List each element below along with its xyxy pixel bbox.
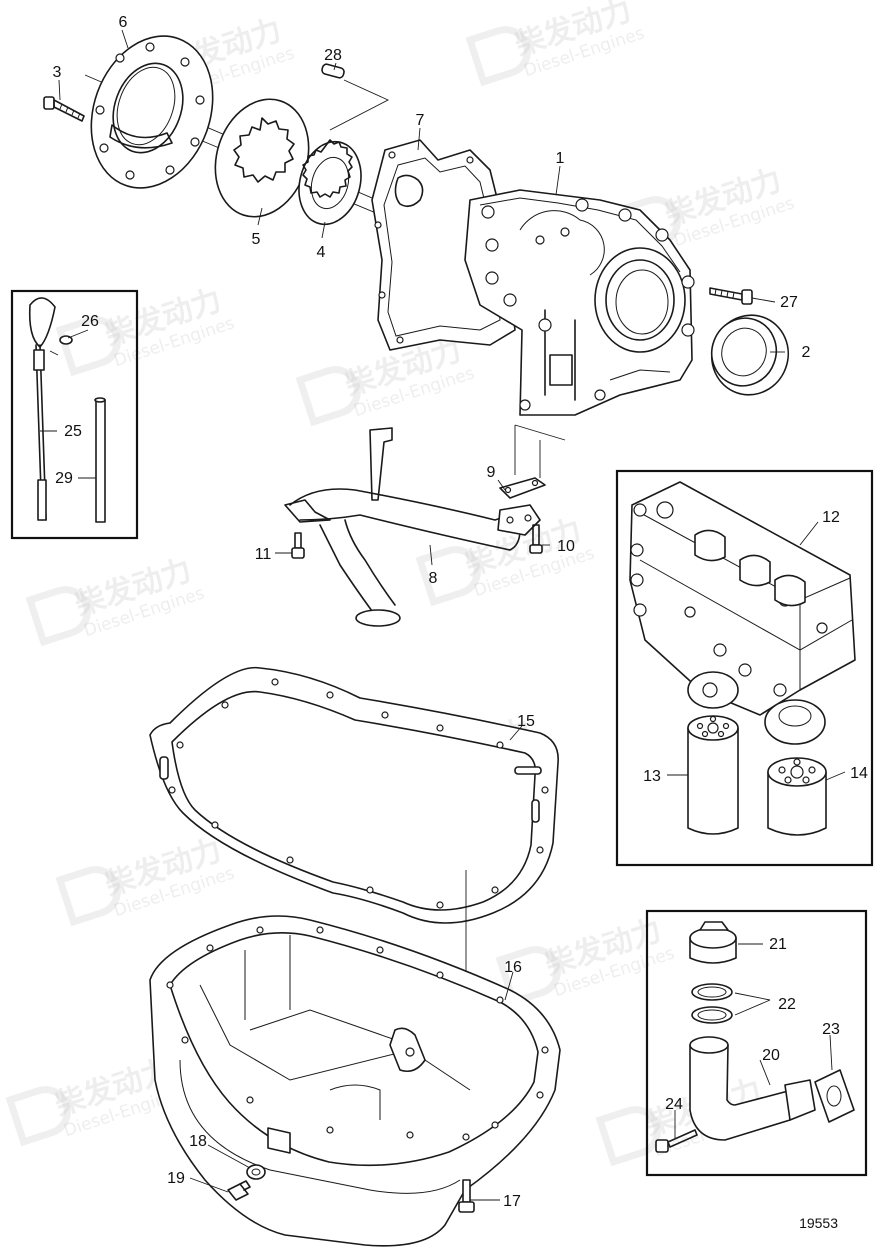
dipstick-part-25 bbox=[28, 297, 56, 521]
oil-filter-part-14 bbox=[767, 757, 827, 836]
filler-cap-part-21 bbox=[689, 921, 737, 964]
filter-bracket-part-12 bbox=[629, 481, 856, 745]
drain-plug-part-19 bbox=[227, 1180, 251, 1201]
watermark-logo: 柴发动力 Diesel-Engines bbox=[25, 553, 207, 647]
oil-filter-part-13 bbox=[687, 715, 739, 835]
callout-17: 17 bbox=[503, 1193, 521, 1210]
bolt-part-24 bbox=[655, 1129, 698, 1153]
bolt-part-17 bbox=[458, 1179, 475, 1213]
callout-labels: 1 2 3 4 5 6 7 8 9 10 11 12 13 14 15 16 1… bbox=[53, 14, 868, 1210]
gasket-part-23 bbox=[814, 1069, 855, 1123]
callout-22: 22 bbox=[778, 996, 796, 1013]
callout-13: 13 bbox=[643, 768, 661, 785]
watermark-logo: 柴发动力 Diesel-Engines bbox=[465, 0, 647, 87]
oil-pan-part-16 bbox=[149, 915, 561, 1247]
dowel-pin-part-28 bbox=[321, 63, 390, 131]
filler-inset-box bbox=[645, 909, 868, 1177]
watermark-logo: 柴发动力 Diesel-Engines bbox=[55, 283, 237, 377]
filler-pipe-part-20 bbox=[689, 1036, 816, 1141]
callout-20: 20 bbox=[762, 1047, 780, 1064]
callout-18: 18 bbox=[189, 1133, 207, 1150]
callout-28: 28 bbox=[324, 47, 342, 64]
callout-14: 14 bbox=[850, 765, 868, 782]
callout-29: 29 bbox=[55, 470, 73, 487]
callout-23: 23 bbox=[822, 1021, 840, 1038]
seal-rings-part-22 bbox=[691, 983, 733, 1024]
callout-15: 15 bbox=[517, 713, 535, 730]
suction-pipe-part-8 bbox=[284, 427, 541, 627]
bolt-part-27 bbox=[709, 287, 753, 305]
watermark-logo: 柴发动力 Diesel-Engines bbox=[55, 833, 237, 927]
drawing-number: 19553 bbox=[799, 1215, 838, 1231]
callout-5: 5 bbox=[252, 231, 261, 248]
callout-21: 21 bbox=[769, 936, 787, 953]
bolt-part-11 bbox=[291, 532, 305, 559]
watermark-logo: 柴发动力 Diesel-Engines bbox=[495, 913, 677, 1007]
callout-12: 12 bbox=[822, 509, 840, 526]
callout-10: 10 bbox=[557, 538, 575, 555]
callout-16: 16 bbox=[504, 959, 522, 976]
callout-3: 3 bbox=[53, 64, 62, 81]
callout-4: 4 bbox=[317, 244, 326, 261]
seal-housing-part-6 bbox=[90, 35, 214, 189]
callout-19: 19 bbox=[167, 1170, 185, 1187]
callout-1: 1 bbox=[556, 150, 565, 167]
callout-6: 6 bbox=[119, 14, 128, 31]
callout-7: 7 bbox=[416, 112, 425, 129]
leader-lines bbox=[40, 29, 846, 1201]
oil-filter-inset-box bbox=[615, 469, 874, 867]
oil-pan-gasket-part-15 bbox=[149, 666, 559, 924]
callout-24: 24 bbox=[665, 1096, 683, 1113]
oil-pump-housing-part-1 bbox=[464, 189, 695, 416]
gear-part-4 bbox=[298, 139, 362, 226]
callout-26: 26 bbox=[81, 313, 99, 330]
washer-part-18 bbox=[246, 1164, 266, 1180]
dipstick-inset-box bbox=[10, 289, 139, 540]
bolt-part-3 bbox=[43, 96, 85, 122]
callout-25: 25 bbox=[64, 423, 82, 440]
callout-11: 11 bbox=[255, 546, 272, 563]
callout-27: 27 bbox=[780, 294, 798, 311]
bolt-part-10 bbox=[529, 524, 543, 554]
callout-9: 9 bbox=[487, 464, 496, 481]
seal-ring-part-2 bbox=[710, 314, 790, 396]
dipstick-tube-part-29 bbox=[94, 397, 106, 523]
callout-2: 2 bbox=[802, 344, 811, 361]
callout-8: 8 bbox=[429, 570, 438, 587]
gasket-part-9 bbox=[499, 424, 566, 499]
